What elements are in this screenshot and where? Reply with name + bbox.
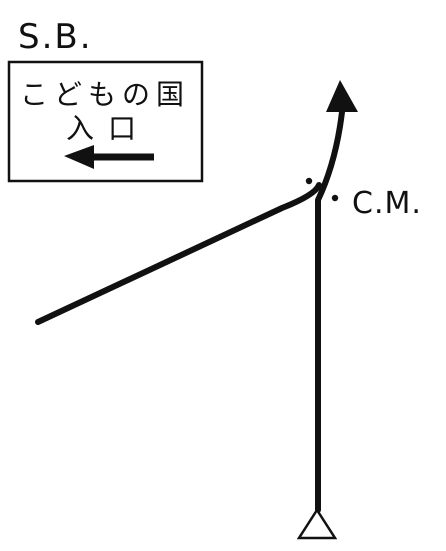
left-arrow-icon — [64, 145, 154, 169]
start-triangle-icon — [296, 507, 338, 540]
junction-code-label: C.M. — [352, 186, 422, 221]
road-sign-frame — [7, 60, 204, 183]
main-road — [315, 109, 345, 513]
road-sign: こどもの国 入口 — [7, 60, 204, 183]
side-road — [35, 182, 322, 325]
road-network — [35, 80, 358, 513]
junction-dot-right — [331, 194, 339, 202]
road-sign-entrance: 入口 — [66, 112, 150, 145]
junction-dot-left — [305, 177, 313, 185]
road-sign-destination: こどもの国 — [20, 78, 190, 111]
sign-code-label: S.B. — [18, 17, 93, 57]
direction-arrow-icon — [326, 80, 358, 112]
